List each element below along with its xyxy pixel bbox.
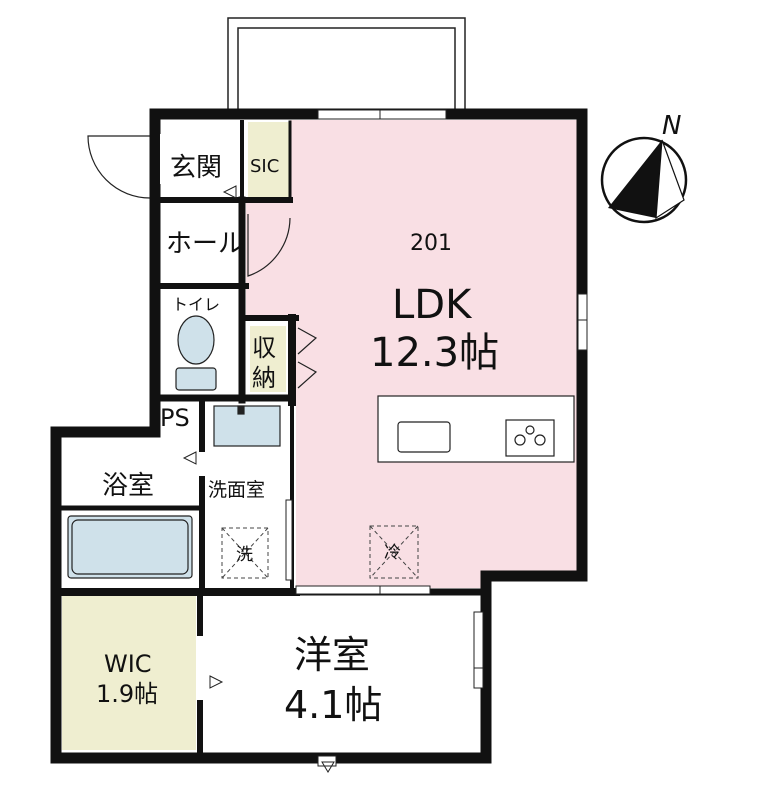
compass-north-label: N — [662, 111, 681, 141]
ldk-size-label: 12.3帖 — [370, 330, 499, 376]
balcony — [227, 17, 466, 113]
wic-area — [62, 596, 196, 750]
washer-space — [221, 527, 269, 579]
wic-size-label: 1.9帖 — [96, 680, 158, 708]
western-size-label: 4.1帖 — [284, 683, 382, 727]
hall-door — [247, 214, 291, 277]
washroom-label: 洗面室 — [208, 479, 265, 501]
hall-label: ホール — [166, 229, 244, 259]
genkan-label: 玄関 — [170, 153, 222, 183]
toilet-label: トイレ — [172, 295, 220, 314]
storage-doors — [297, 327, 318, 389]
walls — [50, 108, 588, 764]
toilet-fixture — [175, 315, 217, 391]
storage-label-2: 納 — [252, 364, 276, 392]
unit-number: 201 — [410, 231, 452, 256]
door-triangles — [182, 185, 335, 773]
openings — [160, 109, 588, 767]
wic-name-label: WIC — [104, 650, 152, 678]
storage-area — [250, 326, 286, 392]
washbasin — [213, 405, 281, 447]
kitchen-counter — [377, 395, 575, 463]
sic-label: SIC — [250, 156, 279, 177]
ldk-area — [246, 120, 578, 588]
fridge-space — [369, 525, 419, 579]
compass-icon: N — [600, 111, 688, 224]
entry-door — [87, 135, 151, 199]
washer-label: 洗 — [236, 545, 253, 565]
western-name-label: 洋室 — [294, 633, 370, 677]
bathtub — [67, 515, 193, 579]
ps-label: PS — [160, 404, 190, 432]
storage-label-1: 収 — [252, 334, 276, 362]
ldk-name-label: LDK — [392, 282, 473, 328]
washroom-door-strip — [285, 499, 293, 581]
fridge-label: 冷 — [384, 543, 401, 563]
bath-label: 浴室 — [102, 471, 154, 501]
sic-area — [248, 122, 290, 202]
